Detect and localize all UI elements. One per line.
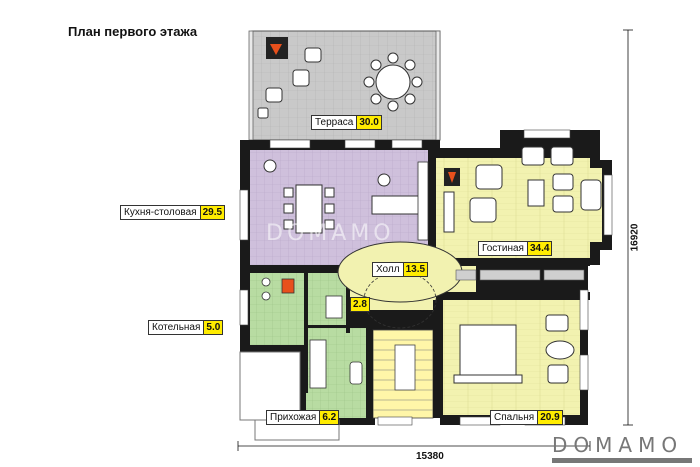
room-area: 20.9	[537, 411, 562, 424]
room-name: Кухня-столовая	[124, 207, 197, 218]
room-label-hall: Холл 13.5	[372, 262, 429, 277]
room-area: 30.0	[356, 116, 381, 129]
watermark-text: DOMAMO	[266, 221, 395, 246]
terrace-railing-left	[248, 30, 254, 141]
terrace-round-table	[375, 64, 411, 100]
room-label-bedroom: Спальня 20.9	[490, 410, 563, 425]
room-label-living: Гостиная 34.4	[478, 241, 553, 256]
room-name: Спальня	[494, 412, 535, 423]
room-area: 29.5	[199, 206, 225, 219]
room-area: 13.5	[402, 263, 428, 276]
room-area: 34.4	[526, 242, 552, 255]
brand-underline	[552, 458, 692, 463]
room-name: Гостиная	[482, 243, 524, 254]
boiler-unit	[281, 278, 295, 294]
brand-logo-text: DOMAMO	[552, 433, 684, 457]
room-name: Прихожая	[270, 412, 317, 423]
room-name: Холл	[376, 264, 400, 275]
dimension-depth: 16920	[629, 223, 641, 252]
room-label-terrace: Терраса 30.0	[311, 115, 382, 130]
room-area: 2.8	[351, 298, 369, 311]
room-name: Терраса	[315, 117, 354, 128]
kitchen-dining-table	[295, 184, 323, 234]
room-label-bath: 2.8	[350, 297, 370, 312]
room-label-entry: Прихожая 6.2	[266, 410, 340, 425]
room-area: 5.0	[203, 321, 223, 334]
dimension-width: 15380	[416, 451, 444, 462]
terrace-railing-right	[435, 30, 441, 141]
room-name: Котельная	[152, 322, 201, 333]
boiler-floor	[250, 273, 304, 345]
room-label-kitchen: Кухня-столовая 29.5	[120, 205, 226, 220]
room-label-boiler: Котельная 5.0	[148, 320, 224, 335]
plan-title: План первого этажа	[68, 24, 198, 39]
bed	[459, 324, 517, 381]
porch	[239, 351, 301, 421]
room-area: 6.2	[319, 411, 339, 424]
